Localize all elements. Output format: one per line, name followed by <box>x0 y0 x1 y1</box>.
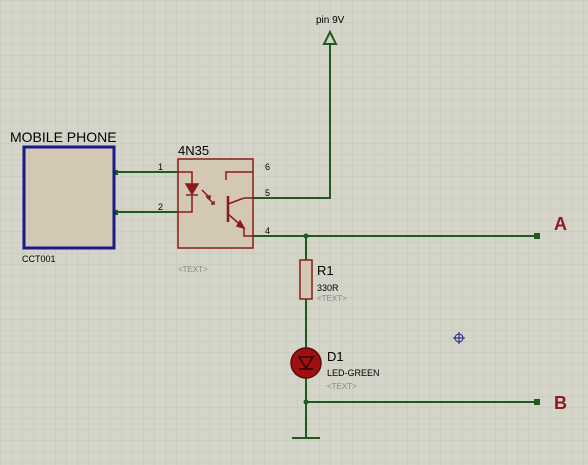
led-diode-icon <box>297 356 315 370</box>
resistor-text-placeholder: <TEXT> <box>317 294 347 303</box>
resistor-r1-component[interactable]: R1 330R <TEXT> <box>299 259 347 303</box>
optocoupler-component[interactable]: 4N35 <TEXT> 1 2 6 5 4 <box>158 143 270 274</box>
pin-label-5: 5 <box>265 188 270 198</box>
wire-pin5-to-9v[interactable] <box>253 44 331 199</box>
mobile-phone-title: MOBILE PHONE <box>10 129 117 145</box>
led-d1-component[interactable]: D1 LED-GREEN <TEXT> <box>290 347 380 391</box>
junction-dot <box>303 233 309 239</box>
power-terminal[interactable]: pin 9V <box>316 15 345 45</box>
terminal-b-end[interactable] <box>534 399 540 405</box>
mobile-phone-component[interactable]: MOBILE PHONE CCT001 <box>10 129 117 264</box>
pin-label-1: 1 <box>158 162 163 172</box>
optocoupler-internal-symbol <box>178 171 253 237</box>
pin-label-4: 4 <box>265 226 270 236</box>
resistor-body[interactable] <box>299 259 313 300</box>
led-value: LED-GREEN <box>327 368 380 378</box>
terminal-a-label: A <box>554 214 567 234</box>
resistor-ref: R1 <box>317 263 334 278</box>
crosshair-cursor-icon <box>453 332 465 344</box>
optocoupler-name: 4N35 <box>178 143 209 158</box>
led-ref: D1 <box>327 349 344 364</box>
junction-dot <box>303 399 309 405</box>
terminal-a-end[interactable] <box>534 233 540 239</box>
pin-label-2: 2 <box>158 202 163 212</box>
led-body[interactable] <box>290 347 322 379</box>
terminal-b-label: B <box>554 393 567 413</box>
mobile-phone-body[interactable] <box>22 145 116 250</box>
power-arrow-icon <box>322 29 338 45</box>
optocoupler-body[interactable] <box>177 158 254 249</box>
resistor-value: 330R <box>317 283 339 293</box>
led-text-placeholder: <TEXT> <box>327 382 357 391</box>
mobile-phone-ref: CCT001 <box>22 254 56 264</box>
pin-label-6: 6 <box>265 162 270 172</box>
power-terminal-label: pin 9V <box>316 15 345 26</box>
wires <box>115 44 537 438</box>
optocoupler-text-placeholder: <TEXT> <box>178 265 208 274</box>
